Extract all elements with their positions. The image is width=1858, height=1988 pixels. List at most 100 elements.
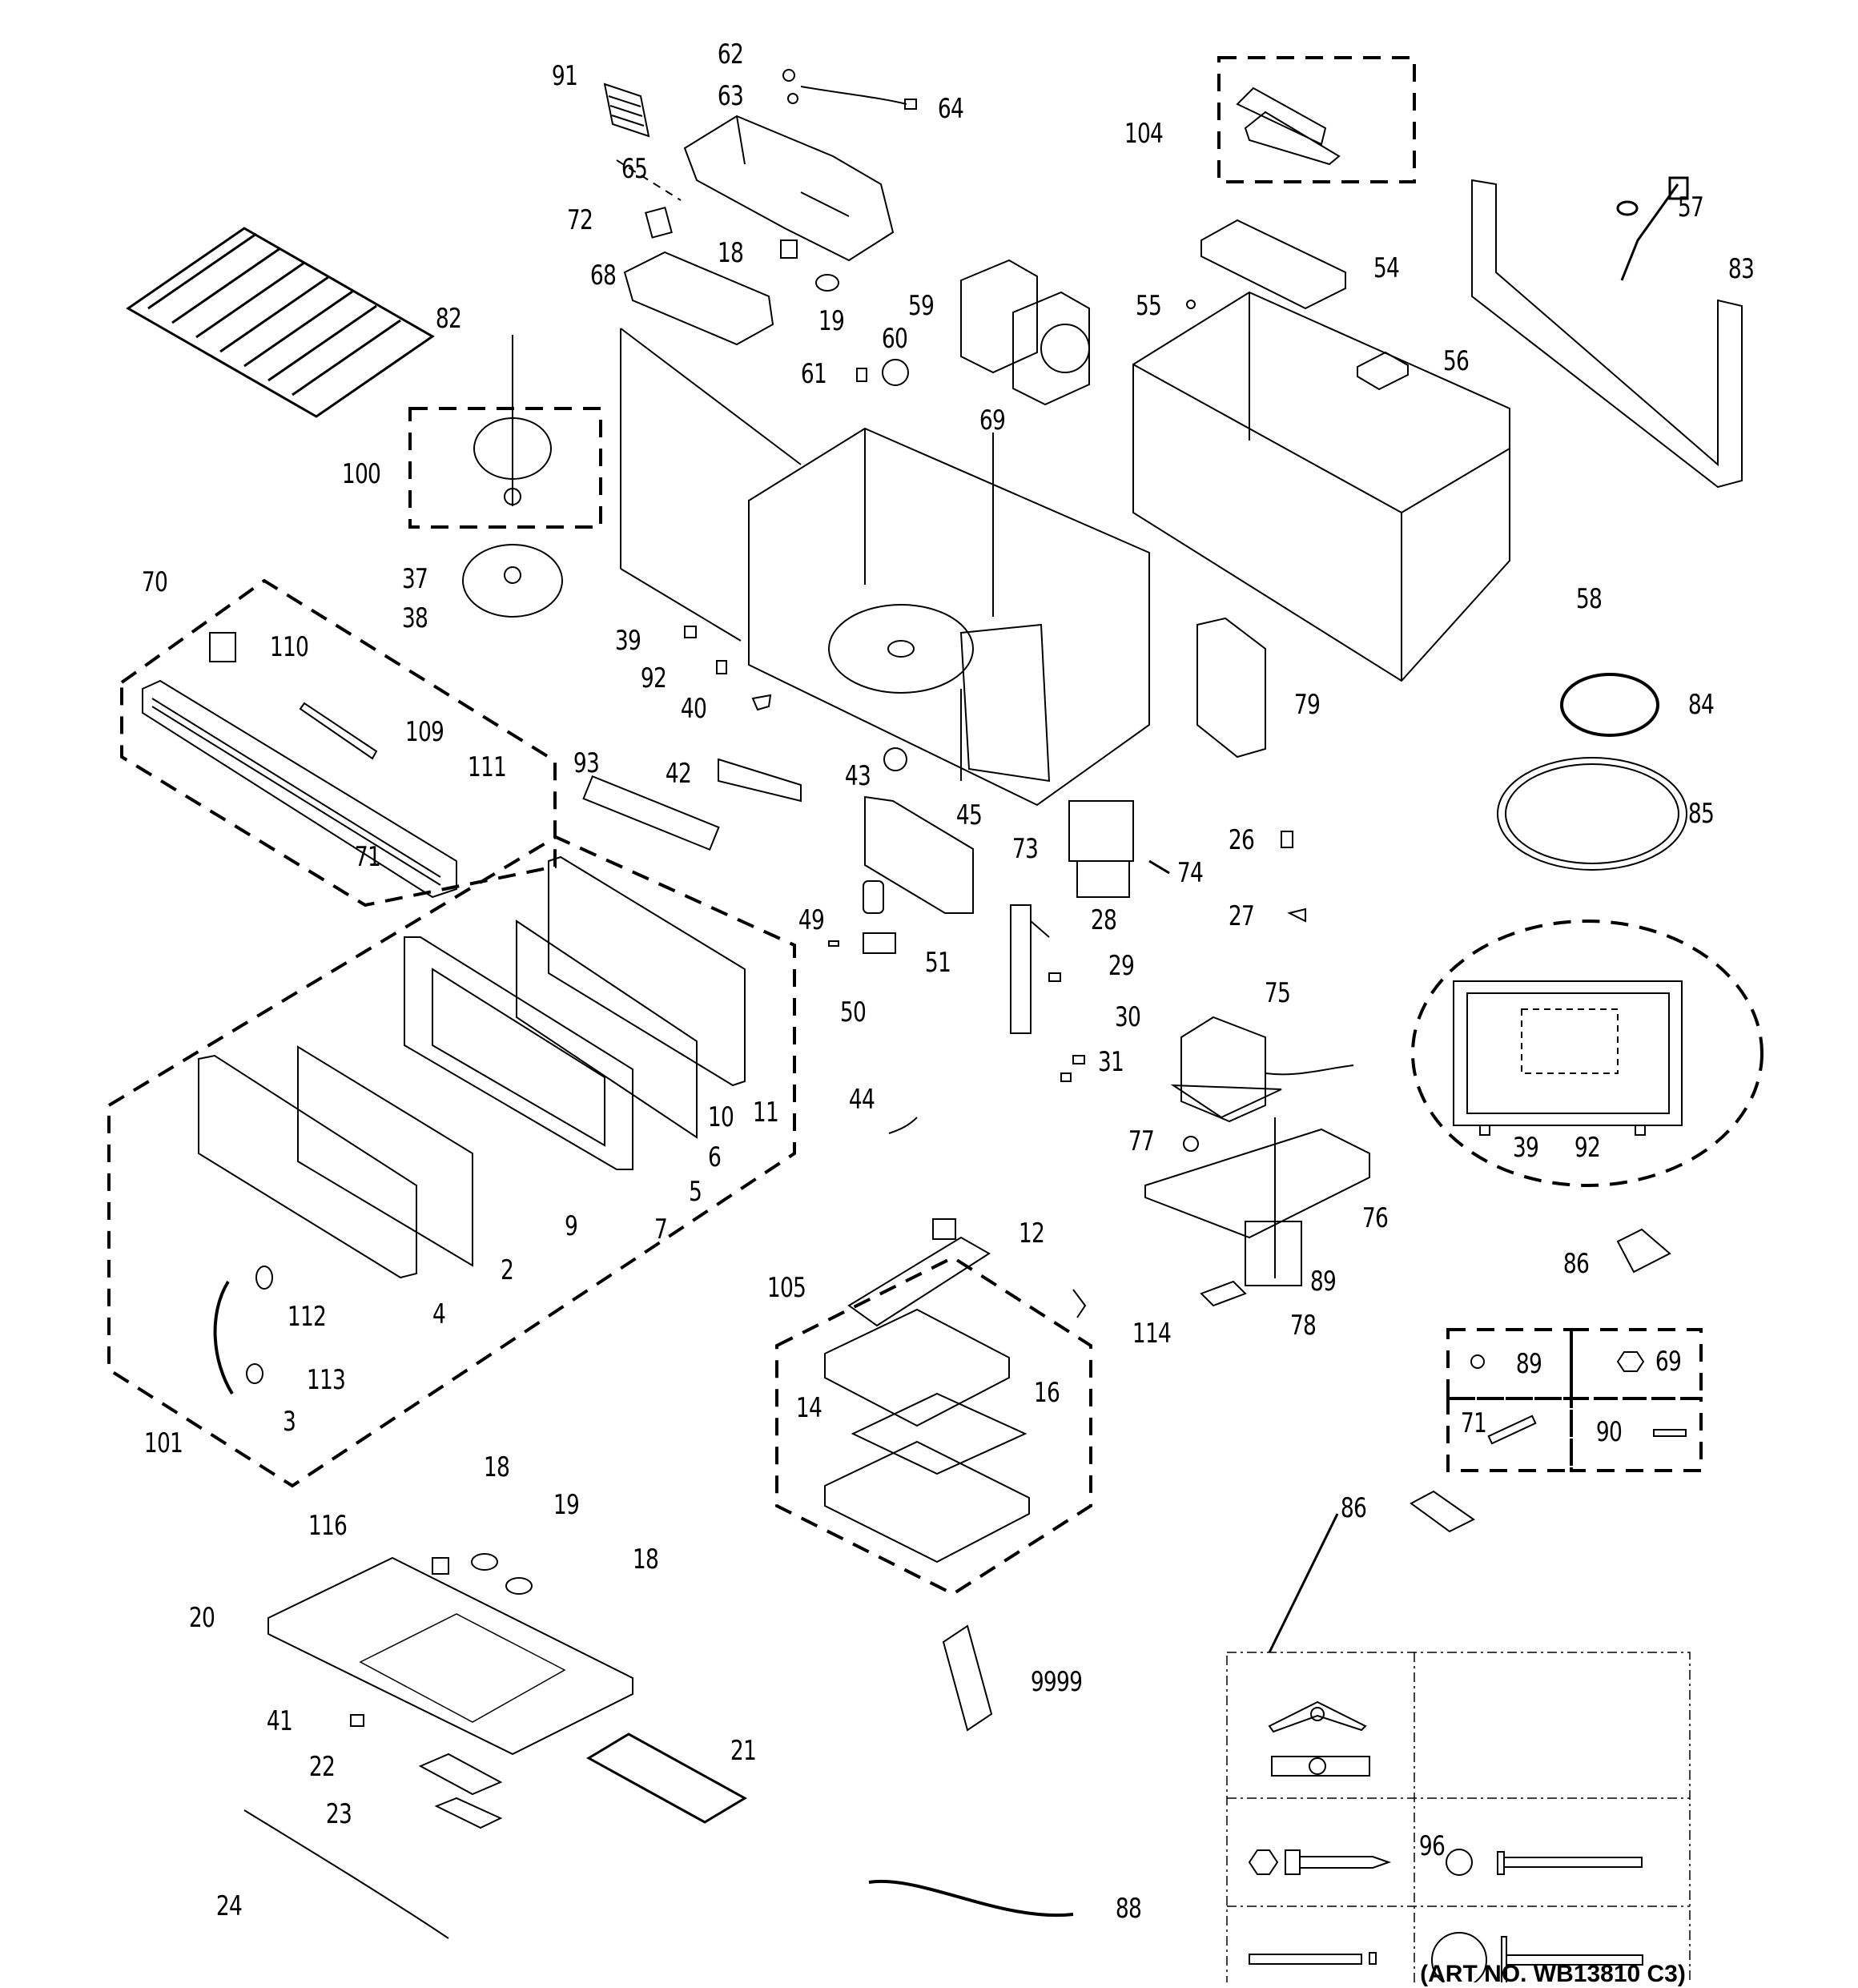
part-label-38: 38 (401, 602, 428, 634)
part-label-10: 10 (707, 1101, 734, 1133)
part-label-79: 79 (1293, 689, 1321, 721)
part-label-92: 92 (1574, 1132, 1601, 1164)
part-label-40: 40 (680, 693, 707, 725)
turntable-motor-43 (883, 747, 907, 771)
keypad-109 (299, 702, 378, 760)
hardware-kit-items (1248, 1700, 1643, 1988)
part-label-57: 57 (1677, 191, 1704, 223)
part-label-105: 105 (766, 1272, 806, 1304)
group-70-outline (120, 578, 557, 907)
hardware-box-69 (1570, 1328, 1703, 1400)
part-label-72: 72 (566, 204, 593, 236)
hardware-box-90 (1570, 1397, 1703, 1472)
screw-71b-icon (1487, 1415, 1537, 1445)
part-label-111: 111 (467, 751, 507, 783)
box-105 (824, 1308, 1030, 1563)
part-label-83: 83 (1727, 253, 1755, 285)
part-label-75: 75 (1264, 977, 1291, 1009)
part-label-61: 61 (800, 358, 827, 390)
clip-27 (1287, 907, 1306, 923)
group-105-outline (775, 1255, 1092, 1596)
magnetron-73 (1068, 800, 1134, 898)
toggle-bolt-wing (1268, 1700, 1367, 1733)
screw-89b-icon (1470, 1354, 1485, 1369)
part-label-65: 65 (621, 153, 648, 185)
part-label-116: 116 (308, 1510, 348, 1542)
lag-screw-shank (1299, 1856, 1392, 1869)
part-label-68: 68 (589, 260, 617, 292)
base-plate-76 (1144, 1128, 1370, 1286)
turntable-85 (1497, 757, 1687, 871)
part-label-85: 85 (1687, 798, 1715, 830)
stirrer-37 (462, 544, 563, 618)
transformer-75 (1170, 1016, 1354, 1123)
part-label-63: 63 (717, 80, 744, 112)
part-label-89: 89 (1309, 1266, 1337, 1298)
lens-22 (418, 1753, 503, 1796)
part-label-60: 60 (881, 323, 908, 355)
vent-42 (718, 758, 802, 803)
filter-21 (585, 1732, 748, 1824)
part-label-50: 50 (839, 996, 867, 1028)
part-label-64: 64 (937, 93, 964, 125)
part-label-71: 71 (354, 841, 381, 873)
part-label-45: 45 (955, 799, 983, 831)
group-100-outline (408, 407, 602, 529)
part-label-90: 90 (1595, 1416, 1623, 1448)
part-label-59: 59 (907, 290, 935, 322)
oven-cavity (620, 328, 1150, 807)
switch-30 (1072, 1055, 1085, 1064)
power-cord-57 (1616, 176, 1689, 281)
part-label-19: 19 (818, 305, 845, 337)
outer-case-58 (1132, 291, 1510, 682)
part-label-70: 70 (141, 566, 168, 598)
part-label-76: 76 (1361, 1202, 1389, 1234)
group-outlines (107, 56, 1763, 1596)
part-label-9: 9 (564, 1210, 578, 1242)
screw-55 (1186, 300, 1196, 309)
bracket-79 (1196, 617, 1266, 759)
bolt-90-icon (1653, 1429, 1687, 1437)
mounting-plate-83 (1471, 179, 1743, 489)
part-label-16: 16 (1033, 1377, 1060, 1409)
harness-88 (868, 1879, 1074, 1918)
coupler-40 (751, 694, 772, 711)
motor-60 (882, 359, 909, 386)
part-label-82: 82 (435, 303, 462, 335)
part-label-29: 29 (1108, 950, 1135, 982)
wire-24 (243, 1809, 449, 1939)
nut-69b-icon (1616, 1351, 1645, 1372)
part-label-7: 7 (654, 1213, 668, 1246)
switch-26 (1281, 831, 1293, 848)
part-label-77: 77 (1128, 1125, 1155, 1157)
socket-18-bulb-19 (780, 239, 839, 292)
fuse-50 (828, 940, 839, 947)
part-label-56: 56 (1442, 345, 1470, 377)
part-label-113: 113 (306, 1364, 346, 1396)
part-label-104: 104 (1124, 118, 1164, 150)
turntable-support-100 (473, 335, 552, 506)
lag-screw-body (1285, 1849, 1301, 1875)
bracket-112 (255, 1266, 273, 1290)
screw-74 (1148, 859, 1170, 875)
part-label-110: 110 (269, 631, 309, 663)
oven-rack-82 (126, 227, 435, 418)
connector-114 (1072, 1289, 1087, 1318)
part-label-37: 37 (401, 563, 428, 595)
part-label-39: 39 (614, 625, 641, 657)
part-label-88: 88 (1115, 1893, 1142, 1925)
group-104-outline (1217, 56, 1416, 183)
part-label-69: 69 (979, 404, 1006, 437)
part-label-100: 100 (341, 458, 381, 490)
part-label-91: 91 (551, 60, 578, 92)
leader-86b-table (1268, 1513, 1339, 1653)
part-label-54: 54 (1373, 252, 1400, 284)
power-board-12 (847, 1218, 991, 1327)
flange-bolt-shank (1503, 1857, 1643, 1868)
clip-39 (684, 626, 697, 638)
part-label-62: 62 (717, 38, 744, 70)
part-label-96: 96 (1418, 1830, 1446, 1862)
part-label-93: 93 (573, 747, 600, 779)
part-label-28: 28 (1090, 904, 1117, 936)
part-label-19: 19 (553, 1489, 580, 1521)
